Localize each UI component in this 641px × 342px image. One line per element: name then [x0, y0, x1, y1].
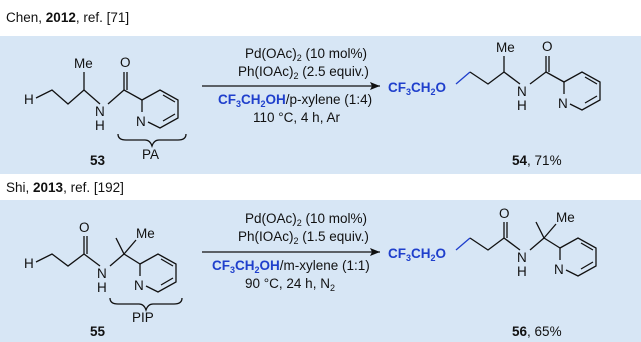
scheme1-panel	[0, 36, 641, 174]
oxidant-text: Ph(IOAc)2 (2.5 equiv.)	[238, 64, 369, 81]
scheme2-product: CF3CH2O O N H Me N	[388, 206, 597, 279]
oxidant-text: Ph(IOAc)2 (1.5 equiv.)	[238, 229, 369, 246]
scheme2-author: Shi	[6, 180, 26, 195]
substrate-number: 53	[90, 153, 106, 168]
product-yield: 56, 65%	[512, 324, 562, 339]
scheme2-year: 2013	[33, 180, 64, 195]
n-pyridine: N	[134, 278, 144, 293]
cf3ch2o-group: CF3CH2O	[388, 246, 446, 263]
nh-label: N	[517, 84, 527, 99]
scheme1-ref: ref. [71]	[83, 10, 130, 25]
o-atom: O	[542, 39, 553, 54]
temp-time-text: 110 °C, 4 h, Ar	[253, 110, 340, 125]
solvent-text: CF3CH2OH/p-xylene (1:4)	[218, 92, 372, 109]
solvent-ratio: /m-xylene (1:1)	[280, 258, 370, 273]
nh-h-label: H	[517, 264, 527, 279]
scheme2-heading: Shi, 2013, ref. [192]	[6, 180, 124, 195]
me-label: Me	[496, 40, 515, 55]
product-yield: 54, 71%	[512, 153, 562, 168]
h-atom: H	[24, 92, 34, 107]
o-atom: O	[120, 55, 131, 70]
catalyst-text: Pd(OAc)2 (10 mol%)	[245, 46, 367, 63]
cf3ch2o-group: CF3CH2O	[388, 80, 446, 97]
scheme1-heading: Chen, 2012, ref. [71]	[6, 10, 130, 25]
me-label: Me	[556, 210, 575, 225]
h-atom: H	[24, 256, 34, 271]
substrate-number: 55	[90, 324, 106, 339]
nh-h-label: H	[95, 118, 105, 133]
scheme1-conditions: Pd(OAc)2 (10 mol%) Ph(IOAc)2 (2.5 equiv.…	[202, 46, 380, 125]
scheme1-author: Chen	[6, 10, 39, 25]
n-pyridine: N	[558, 96, 568, 111]
directing-group-label: PA	[142, 147, 159, 162]
n-pyridine: N	[554, 262, 564, 277]
o-atom: O	[499, 206, 510, 221]
solvent-text: CF3CH2OH/m-xylene (1:1)	[212, 258, 370, 275]
scheme2-conditions: Pd(OAc)2 (10 mol%) Ph(IOAc)2 (1.5 equiv.…	[202, 211, 380, 293]
o-atom: O	[79, 220, 90, 235]
me-label: Me	[136, 226, 155, 241]
me-label: Me	[74, 56, 93, 71]
scheme2-ref: ref. [192]	[70, 180, 124, 195]
temp-time-text: 90 °C, 24 h, N2	[245, 276, 335, 293]
nh-label: N	[95, 104, 105, 119]
scheme2-panel	[0, 200, 641, 342]
nh-label: N	[517, 250, 527, 265]
solvent-ratio: /p-xylene (1:4)	[286, 92, 372, 107]
nh-h-label: H	[517, 98, 527, 113]
catalyst-text: Pd(OAc)2 (10 mol%)	[245, 211, 367, 228]
scheme1-year: 2012	[45, 10, 76, 25]
scheme2-substrate: H O N H Me N PIP	[24, 220, 183, 325]
directing-group-label: PIP	[132, 310, 154, 325]
nh-label: N	[97, 266, 107, 281]
nh-h-label: H	[97, 280, 107, 295]
scheme1-substrate: H Me N H O N PA	[24, 55, 187, 162]
n-pyridine: N	[136, 114, 146, 129]
scheme1-product: CF3CH2O Me N H O N	[388, 39, 601, 113]
